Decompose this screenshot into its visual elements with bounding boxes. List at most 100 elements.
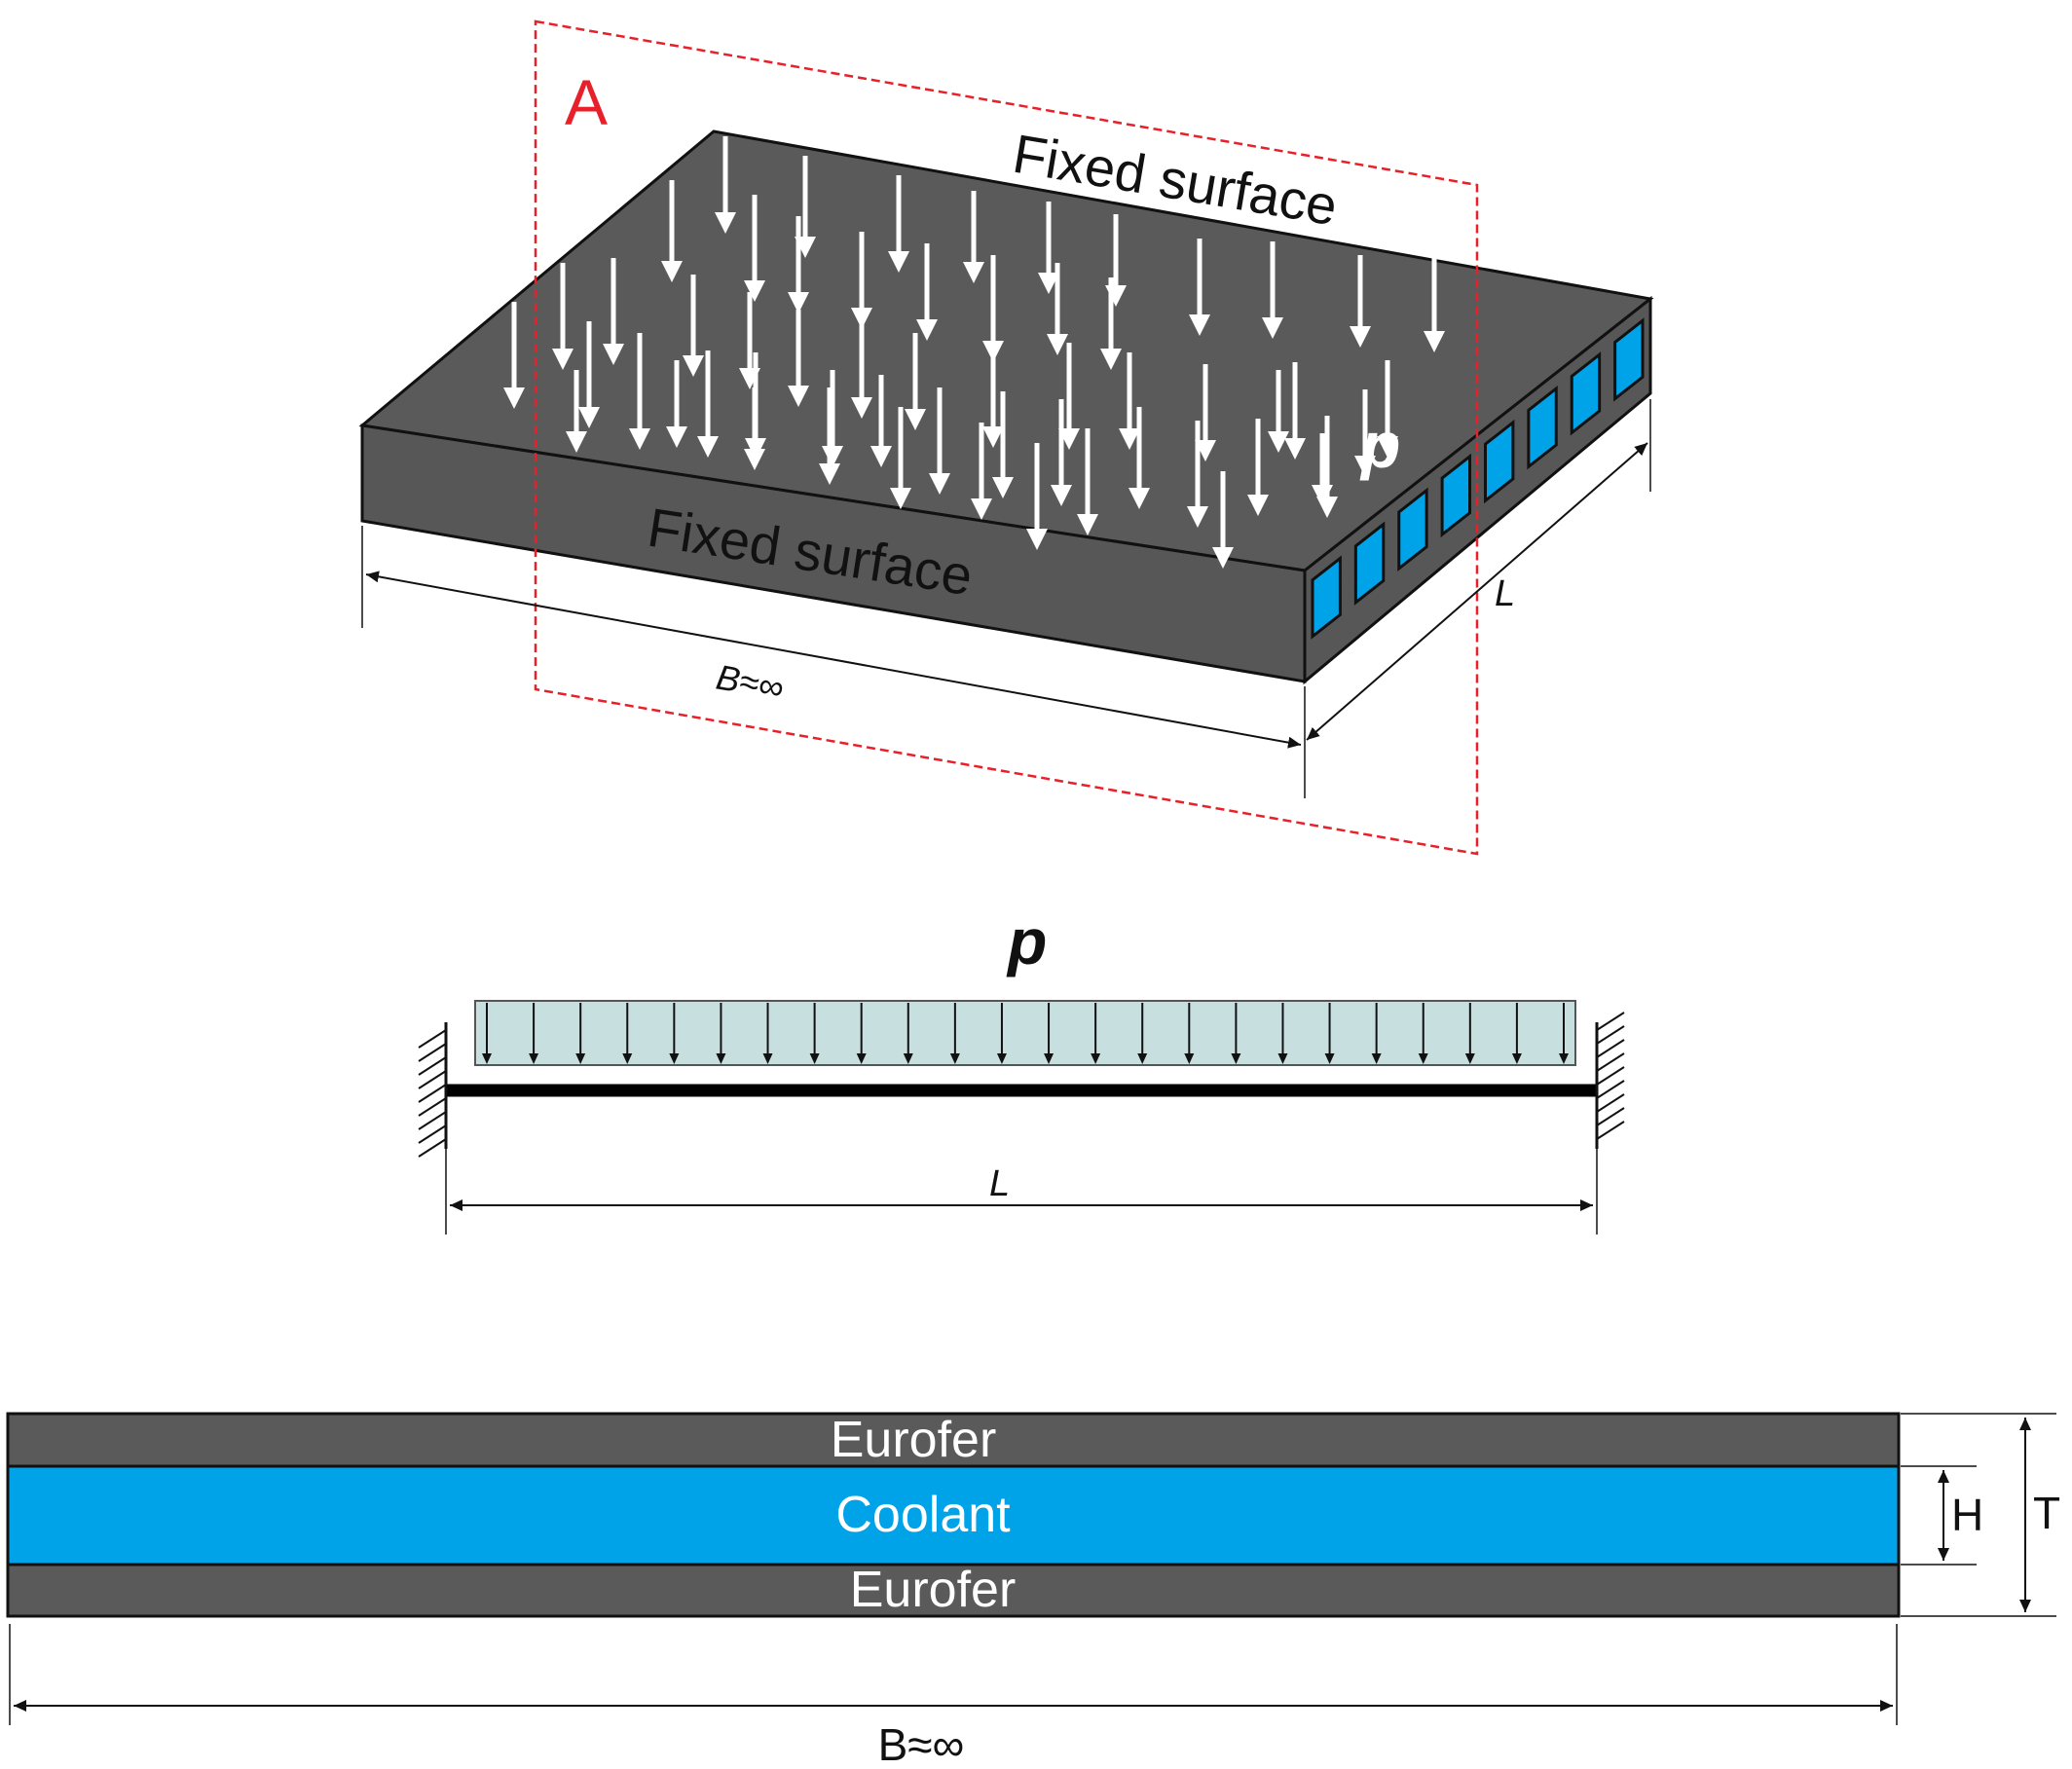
pressure-arrow-icon: [870, 375, 892, 467]
pressure-arrow-icon: [788, 310, 809, 407]
length-dimension-beam: [445, 1149, 1598, 1235]
pressure-arrow-icon: [1424, 255, 1445, 352]
load-arrow-icon: [903, 1003, 913, 1064]
load-arrow-icon: [1559, 1003, 1569, 1064]
pressure-arrow-icon: [890, 407, 911, 509]
width-label-section: B≈∞: [878, 1719, 965, 1769]
pressure-arrow-icon: [851, 232, 872, 329]
coolant-channel: [1613, 317, 1645, 402]
load-arrow-icon: [762, 1003, 773, 1064]
layer-mid-label: Coolant: [835, 1487, 1011, 1543]
layer-top-label: Eurofer: [831, 1412, 997, 1468]
pressure-arrow-icon: [1189, 239, 1210, 336]
pressure-arrow-icon: [1100, 277, 1122, 370]
pressure-arrow-icon: [744, 387, 765, 470]
load-arrow-icon: [669, 1003, 680, 1064]
coolant-layer: [6, 1464, 1901, 1566]
pressure-arrow-icon: [629, 333, 650, 450]
pressure-arrow-icon: [1262, 241, 1283, 339]
load-arrow-icon: [856, 1003, 867, 1064]
pressure-arrow-icon: [905, 333, 926, 430]
pressure-label-3d: p: [1359, 409, 1400, 481]
width-label-3d: B≈∞: [714, 657, 788, 708]
coolant-channel: [1570, 351, 1602, 436]
load-arrow-icon: [1464, 1003, 1475, 1064]
pressure-arrow-icon: [1212, 471, 1234, 569]
cross-section: [6, 1412, 1901, 1618]
load-arrow-icon: [716, 1003, 726, 1064]
pressure-arrow-icon: [1026, 443, 1048, 550]
load-arrow-icon: [1277, 1003, 1288, 1064]
pressure-arrow-icon: [503, 302, 525, 409]
pressure-arrow-icon: [1051, 399, 1072, 506]
pressure-arrow-icon: [683, 275, 704, 377]
pressure-arrow-icon: [992, 391, 1014, 498]
section-plane-label: A: [565, 66, 608, 138]
pressure-arrow-icon: [715, 136, 736, 234]
pressure-arrow-icon: [1038, 202, 1059, 294]
pressure-arrow-icon: [603, 258, 624, 365]
pressure-arrow-icon: [1284, 362, 1306, 460]
pressure-arrow-icon: [916, 243, 938, 341]
pressure-arrow-icon: [666, 360, 687, 448]
load-arrow-icon: [1044, 1003, 1054, 1064]
load-arrow-icon: [482, 1003, 492, 1064]
load-arrow-icon: [1091, 1003, 1101, 1064]
load-arrow-icon: [1324, 1003, 1335, 1064]
width-dimension-section: [9, 1624, 1898, 1725]
pressure-arrow-icon: [566, 370, 587, 453]
pressure-arrow-icon: [661, 180, 683, 282]
plate-3d: [358, 129, 1654, 685]
distributed-load: [474, 1000, 1576, 1066]
load-arrow-icon: [622, 1003, 633, 1064]
clamped-support-icon: [418, 1022, 448, 1158]
eurofer-top-layer: [6, 1412, 1901, 1468]
eurofer-bottom-layer: [6, 1563, 1901, 1618]
pressure-arrow-icon: [1350, 255, 1371, 348]
load-arrow-icon: [996, 1003, 1007, 1064]
pressure-arrow-icon: [819, 387, 840, 485]
section-plane-a: [534, 19, 1479, 856]
height-label: H: [1951, 1490, 1983, 1540]
load-arrow-icon: [1231, 1003, 1241, 1064]
pressure-arrow-icon: [929, 387, 950, 495]
load-arrow-icon: [575, 1003, 586, 1064]
pressure-arrow-icon: [1047, 263, 1068, 355]
pressure-arrow-icon: [1119, 352, 1140, 450]
pressure-arrow-icon: [697, 350, 719, 458]
layer-bottom-label: Eurofer: [850, 1562, 1017, 1618]
pressure-arrow-icon: [744, 195, 765, 302]
pressure-arrow-icon: [971, 423, 992, 520]
load-arrow-icon: [1184, 1003, 1195, 1064]
load-arrow-icon: [1371, 1003, 1382, 1064]
thickness-dimension: [1901, 1413, 2056, 1617]
pressure-arrow-icon: [1077, 428, 1098, 535]
load-arrow-icon: [809, 1003, 820, 1064]
length-label-3d: L: [1495, 573, 1515, 614]
load-arrow-icon: [1418, 1003, 1428, 1064]
pressure-arrow-icon: [963, 191, 984, 283]
length-label-beam: L: [989, 1163, 1010, 1204]
pressure-arrow-icon: [888, 175, 909, 273]
pressure-label-beam: p: [1006, 905, 1047, 977]
width-dimension-3d: [361, 526, 1306, 798]
length-dimension-3d: [1306, 399, 1651, 741]
pressure-arrow-icon: [578, 321, 600, 428]
load-arrow-icon: [949, 1003, 960, 1064]
pressure-arrow-icon: [851, 321, 872, 419]
pressure-arrow-icon: [1128, 407, 1150, 509]
load-arrow-icon: [1137, 1003, 1148, 1064]
load-arrow-icon: [529, 1003, 539, 1064]
pressure-arrow-icon: [552, 263, 574, 370]
load-arrow-icon: [1511, 1003, 1522, 1064]
pressure-arrow-icon: [1268, 370, 1289, 453]
pressure-arrow-icon: [788, 216, 809, 313]
pressure-arrow-icon: [1247, 419, 1269, 516]
clamped-support-icon: [1595, 1012, 1625, 1149]
thickness-label: T: [2033, 1488, 2060, 1538]
pressure-arrow-icon: [1187, 421, 1208, 528]
load-arrows: [482, 1003, 1569, 1064]
height-dimension: [1901, 1465, 1977, 1566]
pressure-arrow-icon: [982, 341, 1004, 448]
